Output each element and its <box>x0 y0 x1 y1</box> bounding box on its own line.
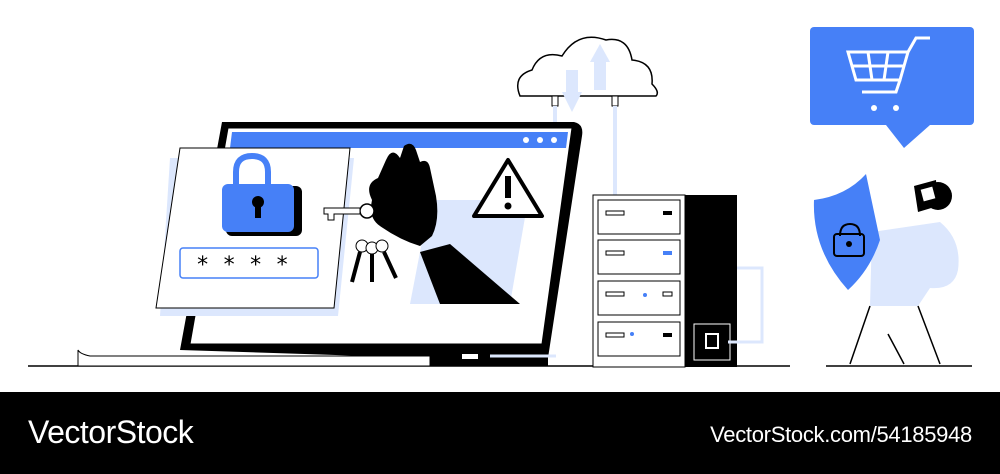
cloud-icon <box>517 36 659 195</box>
speech-bubble <box>810 27 974 148</box>
illustration: * * * * <box>28 27 974 368</box>
person-with-shield <box>813 174 959 365</box>
padlock-icon <box>222 152 302 236</box>
watermark-bar: VectorStock VectorStock.com/54185948 <box>0 392 1000 474</box>
warning-icon <box>472 158 544 218</box>
laptop: * * * * <box>77 122 583 367</box>
browser-titlebar <box>230 132 568 148</box>
hand-with-keys-icon <box>323 143 520 304</box>
password-field <box>179 247 319 279</box>
password-mask: * * * * <box>196 253 289 278</box>
brand-logo: VectorStock <box>28 414 194 450</box>
server-rack <box>592 194 764 368</box>
down-arrow-icon <box>562 92 582 112</box>
shopping-cart-icon <box>846 36 930 94</box>
image-url: VectorStock.com/54185948 <box>710 422 972 447</box>
lock-icon <box>833 222 865 257</box>
shield-icon <box>813 174 880 290</box>
up-arrow-icon <box>590 44 610 62</box>
